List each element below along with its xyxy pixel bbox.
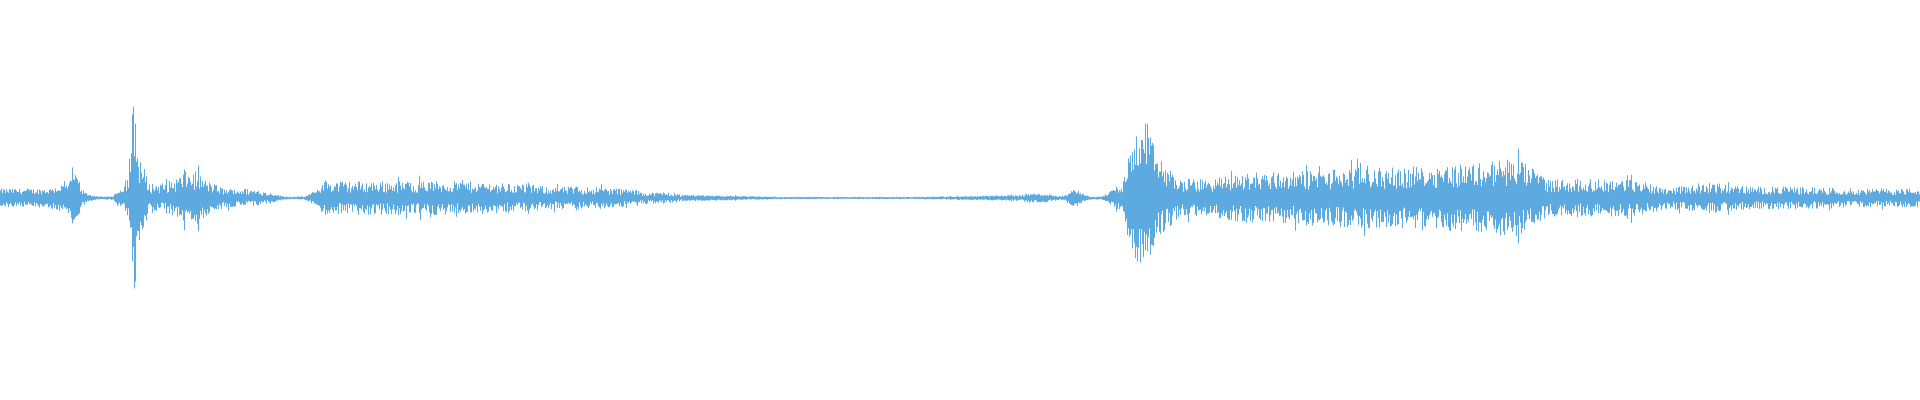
waveform-path: [0, 106, 1920, 289]
waveform-bars: [0, 106, 1920, 289]
